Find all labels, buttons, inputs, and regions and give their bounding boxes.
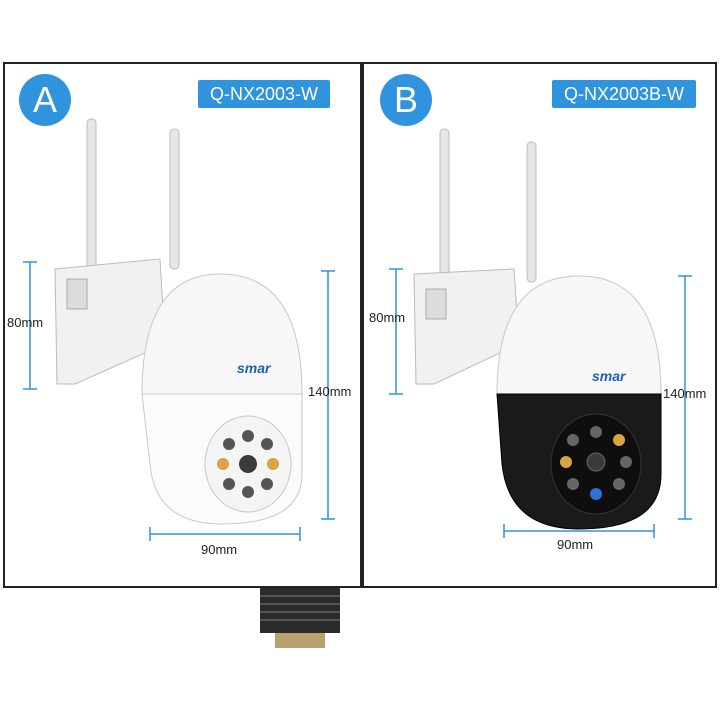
dim-80mm-b: 80mm bbox=[369, 310, 406, 325]
dimension-lines bbox=[23, 261, 335, 541]
camera-white-illustration bbox=[23, 118, 335, 541]
ir-led-ring bbox=[217, 430, 279, 498]
dim-90mm-b: 90mm bbox=[557, 537, 594, 552]
camera-dome bbox=[496, 275, 662, 395]
dim-90mm-a: 90mm bbox=[201, 542, 238, 557]
camera-dome bbox=[141, 273, 303, 395]
variant-a-badge: A bbox=[19, 74, 71, 126]
lens-icon bbox=[239, 455, 257, 473]
variant-b-panel: B Q-NX2003B-W smar 80mm 140mm 90mm bbox=[362, 62, 717, 588]
antenna-right bbox=[169, 128, 180, 270]
dim-140mm-b: 140mm bbox=[663, 386, 707, 401]
variant-b-model-label: Q-NX2003B-W bbox=[552, 80, 697, 108]
variant-a-model-label: Q-NX2003-W bbox=[198, 80, 331, 108]
variant-b-badge: B bbox=[380, 74, 432, 126]
camera-black-illustration bbox=[389, 128, 692, 538]
threaded-connector-illustration bbox=[260, 588, 340, 648]
lens-icon bbox=[586, 452, 606, 472]
variant-a-panel: A Q-NX2003-W smar 80mm 140mm 90mm bbox=[3, 62, 362, 588]
brand-logo: smar bbox=[592, 368, 626, 384]
antenna-right bbox=[526, 141, 537, 283]
dimension-lines bbox=[389, 268, 692, 538]
antenna-left bbox=[86, 118, 97, 270]
antenna-left bbox=[439, 128, 450, 280]
dim-80mm-a: 80mm bbox=[7, 315, 44, 330]
ir-led-ring bbox=[560, 426, 632, 500]
dim-140mm-a: 140mm bbox=[308, 384, 352, 399]
brand-logo: smar bbox=[237, 360, 271, 376]
